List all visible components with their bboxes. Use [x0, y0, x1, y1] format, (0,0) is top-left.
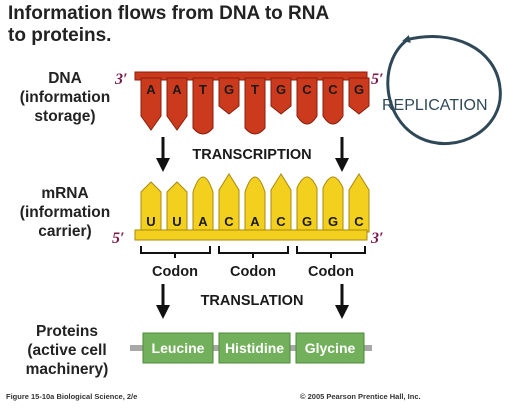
mrna-base-letter: C — [224, 214, 234, 229]
codon-label-2: Codon — [230, 264, 276, 280]
protein-label-line-3: machinery) — [25, 361, 109, 378]
translation-label: TRANSLATION — [201, 293, 304, 309]
mrna-label: mRNA (information carrier) — [6, 184, 124, 241]
dna-base-tab — [348, 77, 370, 115]
dna-base-tab — [192, 77, 214, 135]
replication-label: REPLICATION — [382, 97, 488, 114]
mrna-3-prime: 3′ — [370, 230, 384, 247]
mrna-base-letter: G — [302, 214, 312, 229]
dna-3-prime: 3′ — [114, 71, 128, 88]
title: Information flows from DNA to RNA to pro… — [8, 3, 329, 47]
dna-base-letter: G — [276, 82, 286, 97]
codon-label-1: Codon — [152, 264, 198, 280]
transcription-label: TRANSCRIPTION — [192, 147, 311, 163]
mrna-base-letter: C — [276, 214, 286, 229]
dna-base-letter: C — [302, 82, 312, 97]
protein-chain — [130, 332, 372, 364]
dna-base-tab — [322, 77, 344, 125]
mrna-base-letter: A — [198, 214, 208, 229]
amino-acid-box-1 — [142, 332, 214, 364]
amino-acid-box-3 — [295, 332, 365, 364]
amino-acid-1: Leucine — [152, 340, 205, 356]
dna-base-tab — [140, 77, 162, 131]
mrna-backbone — [134, 229, 368, 241]
amino-acid-2: Histidine — [225, 340, 284, 356]
protein-label-line-2: (active cell — [27, 342, 107, 359]
protein-label: Proteins (active cell machinery) — [4, 322, 130, 379]
mrna-base-letter: A — [250, 214, 260, 229]
dna-base-tab — [166, 77, 188, 131]
mrna-label-line-1: mRNA — [41, 185, 89, 202]
codon-brackets — [140, 246, 366, 258]
mrna-base-tab — [192, 176, 214, 233]
figure-caption: Figure 15-10a Biological Science, 2/e — [6, 392, 138, 401]
dna-base-letter: G — [224, 82, 234, 97]
mrna-base-letter: G — [328, 214, 338, 229]
copyright-notice: © 2005 Pearson Prentice Hall, Inc. — [300, 392, 421, 401]
mrna-base-tab — [322, 176, 344, 233]
dna-5-prime: 5′ — [371, 71, 384, 88]
codon-label-3: Codon — [308, 264, 354, 280]
dna-base-tab — [270, 77, 292, 115]
mrna-base-letter: C — [354, 214, 364, 229]
mrna-5-prime: 5′ — [112, 230, 125, 247]
dna-base-letter: T — [251, 82, 259, 97]
dna-base-letter: T — [199, 82, 207, 97]
mrna-label-line-2: (information — [19, 204, 111, 221]
amino-acid-box-2 — [218, 332, 291, 364]
translation-arrows — [156, 284, 349, 319]
dna-base-letter: G — [354, 82, 364, 97]
amino-acid-3: Glycine — [305, 340, 356, 356]
mrna-label-line-3: carrier) — [38, 223, 92, 240]
mrna-base-tab — [244, 176, 266, 233]
mrna-base-letter: U — [172, 214, 181, 229]
dna-base-tab — [296, 77, 318, 125]
dna-base-tab — [244, 77, 266, 135]
dna-base-letter: A — [146, 82, 156, 97]
dna-label: DNA (information storage) — [6, 69, 124, 126]
dna-base-tab — [218, 77, 240, 115]
title-line-1: Information flows from DNA to RNA — [8, 3, 330, 24]
replication-arrow — [386, 35, 502, 145]
dna-base-letter: C — [328, 82, 338, 97]
mrna-base-letter: U — [146, 214, 155, 229]
dna-label-line-1: DNA — [48, 70, 82, 87]
mrna-base-tab — [296, 176, 318, 233]
dna-base-letter: A — [172, 82, 182, 97]
dna-label-line-3: storage) — [34, 108, 96, 125]
protein-label-line-1: Proteins — [35, 323, 98, 340]
dna-label-line-2: (information — [19, 89, 111, 106]
transcription-arrows — [156, 137, 349, 172]
title-line-2: to proteins. — [8, 25, 112, 46]
